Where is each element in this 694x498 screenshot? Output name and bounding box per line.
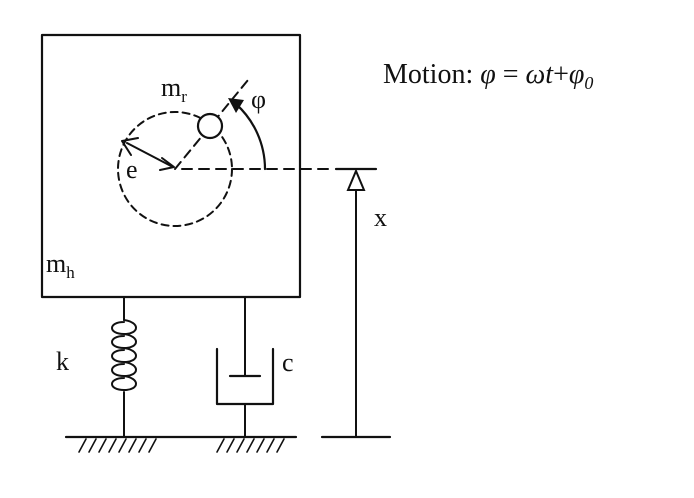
phase-angle-label: φ (251, 85, 266, 114)
phase-angle-arc (234, 102, 267, 171)
rotor-mass (196, 112, 224, 140)
motion-equation: Motion: φ = ωt+φ0 (383, 59, 593, 93)
housing-mass-label: mh (46, 249, 75, 282)
stiffness-label: k (56, 347, 69, 376)
damping-label: c (282, 348, 294, 377)
eccentricity-arrow (126, 142, 172, 167)
radial-line (174, 79, 249, 170)
eccentricity-arrowhead-outer (121, 137, 139, 156)
rotor-mass-label: mr (161, 73, 187, 106)
phase-angle-arrowhead (228, 98, 244, 113)
displacement-label: x (374, 203, 387, 232)
ground-hatching-right (216, 438, 285, 453)
housing-block (40, 33, 302, 299)
eccentricity-label: e (126, 155, 138, 184)
displacement-arrowhead (346, 168, 366, 191)
ground-hatching-left (78, 438, 157, 453)
spring-coil (111, 319, 137, 391)
eccentricity-arrowhead-inner (159, 157, 175, 171)
